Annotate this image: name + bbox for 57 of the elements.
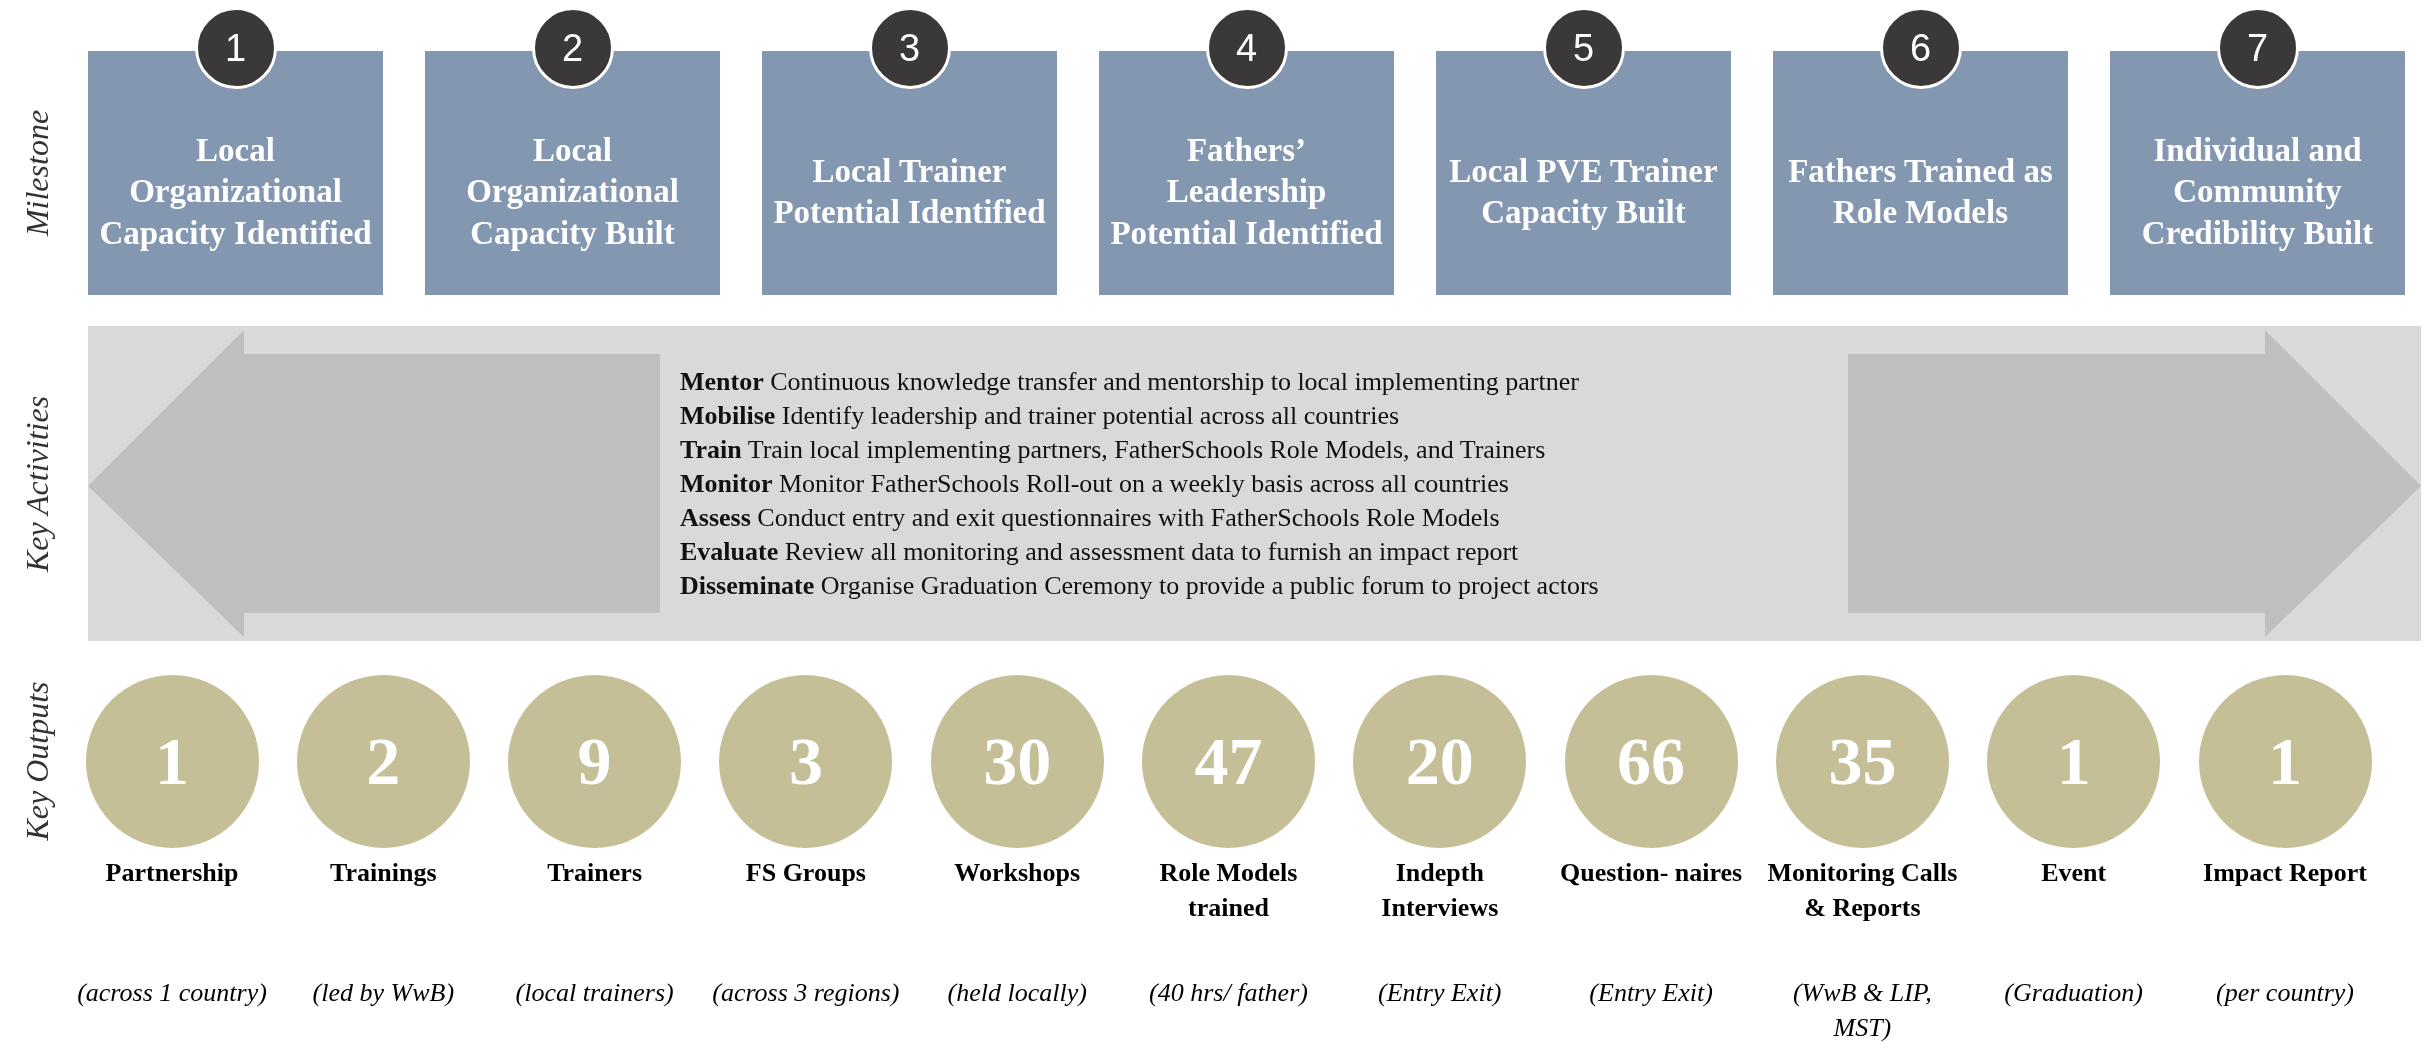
output-circle: 3 xyxy=(719,675,893,848)
output-circle: 1 xyxy=(2198,675,2372,848)
step-number-badge: 5 xyxy=(1542,7,1625,89)
milestone-title: Local Organizational Capacity Built xyxy=(465,131,680,253)
activity-line: Mentor Continuous knowledge transfer and mentorship to local implementing partner xyxy=(680,366,1579,398)
milestone-title: Local PVE Trainer Capacity Built xyxy=(1448,151,1719,232)
output-name: Trainings xyxy=(329,857,438,889)
step-number-badge: 6 xyxy=(1879,7,1962,89)
output-circle: 66 xyxy=(1564,675,1738,848)
milestone-title: Local Organizational Capacity Identified xyxy=(98,131,373,253)
output-name: Question- naires xyxy=(1558,857,1744,889)
row-label: Milestone xyxy=(18,109,56,237)
output-note: (Entry Exit) xyxy=(1377,977,1503,1009)
output-name: Trainers xyxy=(546,857,643,889)
milestone-title: Fathers’ Leadership Potential Identified xyxy=(1109,131,1384,253)
milestone-title: Individual and Community Credibility Built xyxy=(2140,131,2375,253)
output-circle: 1 xyxy=(1987,675,2161,848)
output-circle: 30 xyxy=(930,675,1104,848)
milestone-title: Fathers Trained as Role Models xyxy=(1787,151,2054,232)
activity-line: Mobilise Identify leadership and trainer potential across all countries xyxy=(680,400,1400,432)
output-name: Workshops xyxy=(953,857,1082,889)
output-note: (across 3 regions) xyxy=(711,977,901,1009)
output-name: Role Models trained xyxy=(1158,857,1299,924)
output-name: Monitoring Calls & Reports xyxy=(1767,857,1958,924)
activity-line: Monitor Monitor FatherSchools Roll-out on a weekly basis across all countries xyxy=(680,468,1509,500)
milestone-title: Local Trainer Potential Identified xyxy=(772,151,1047,232)
output-name: Impact Report xyxy=(2202,857,2368,889)
step-number-badge: 2 xyxy=(531,7,614,89)
output-name: Indepth Interviews xyxy=(1380,857,1500,924)
output-note: (led by WwB) xyxy=(311,977,456,1009)
output-note: (Graduation) xyxy=(2003,977,2144,1009)
activity-line: Disseminate Organise Graduation Ceremony to provide a public forum to project actors xyxy=(680,570,1599,602)
output-note: (local trainers) xyxy=(514,977,675,1009)
activity-line: Train Train local implementing partners, FatherSchools Role Models, and Trainers xyxy=(680,434,1546,466)
output-circle: 1 xyxy=(85,675,259,848)
output-name: Event xyxy=(2040,857,2108,889)
output-name: FS Groups xyxy=(744,857,867,889)
output-note: (across 1 country) xyxy=(77,977,267,1009)
row-label: Key Activities xyxy=(18,395,56,573)
step-number-badge: 1 xyxy=(194,7,277,89)
activity-line: Assess Conduct entry and exit questionnaires with FatherSchools Role Models xyxy=(680,502,1500,534)
output-circle: 35 xyxy=(1775,675,1949,848)
step-number-badge: 3 xyxy=(868,7,951,89)
activity-line: Evaluate Review all monitoring and assessment data to furnish an impact report xyxy=(680,536,1519,568)
output-circle: 47 xyxy=(1142,675,1315,848)
output-name: Partnership xyxy=(104,857,240,889)
output-note: (WwB & LIP, MST) xyxy=(1791,977,1933,1044)
row-label: Key Outputs xyxy=(18,681,56,841)
output-circle: 20 xyxy=(1353,675,1527,848)
output-note: (40 hrs/ father) xyxy=(1148,977,1309,1009)
step-number-badge: 4 xyxy=(1205,7,1288,89)
output-note: (per country) xyxy=(2215,977,2355,1009)
output-note: (Entry Exit) xyxy=(1588,977,1714,1009)
step-number-badge: 7 xyxy=(2216,7,2299,89)
output-circle: 2 xyxy=(296,675,470,848)
output-circle: 9 xyxy=(508,675,682,848)
output-note: (held locally) xyxy=(946,977,1088,1009)
